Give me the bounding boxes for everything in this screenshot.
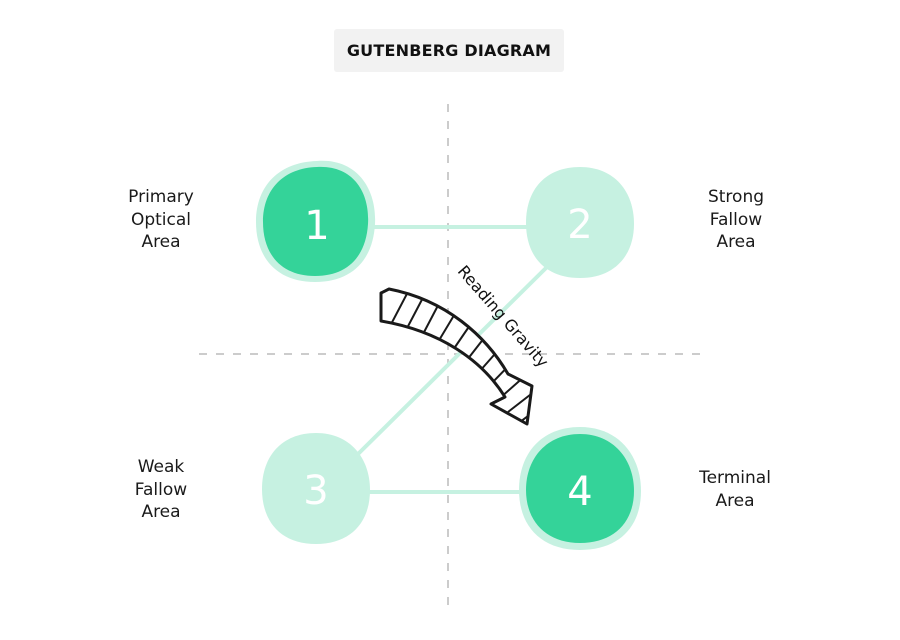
strong-fallow-area-label: Strong Fallow Area — [707, 187, 765, 252]
node-2: 2 — [526, 167, 634, 278]
terminal-area-label: Terminal Area — [699, 468, 771, 511]
arrow-outline — [379, 287, 534, 426]
page-title: GUTENBERG DIAGRAM — [334, 29, 564, 72]
node-4: 4 — [519, 427, 641, 550]
primary-optical-area-label: Primary Optical Area — [128, 187, 194, 252]
node-4-blob — [526, 434, 634, 543]
node-2-number: 2 — [567, 202, 592, 248]
node-1-number: 1 — [304, 203, 329, 249]
node-1-blob — [263, 166, 369, 276]
weak-fallow-area-label: Weak Fallow Area — [134, 457, 188, 522]
node-3-number: 3 — [303, 468, 328, 514]
arrow-fill — [381, 289, 532, 424]
node-3: 3 — [262, 433, 370, 544]
node-2-blob — [526, 167, 634, 278]
connector-2-3 — [354, 264, 550, 458]
node-1: 1 — [256, 160, 376, 282]
node-3-blob — [262, 433, 370, 544]
node-4-number: 4 — [567, 469, 592, 515]
